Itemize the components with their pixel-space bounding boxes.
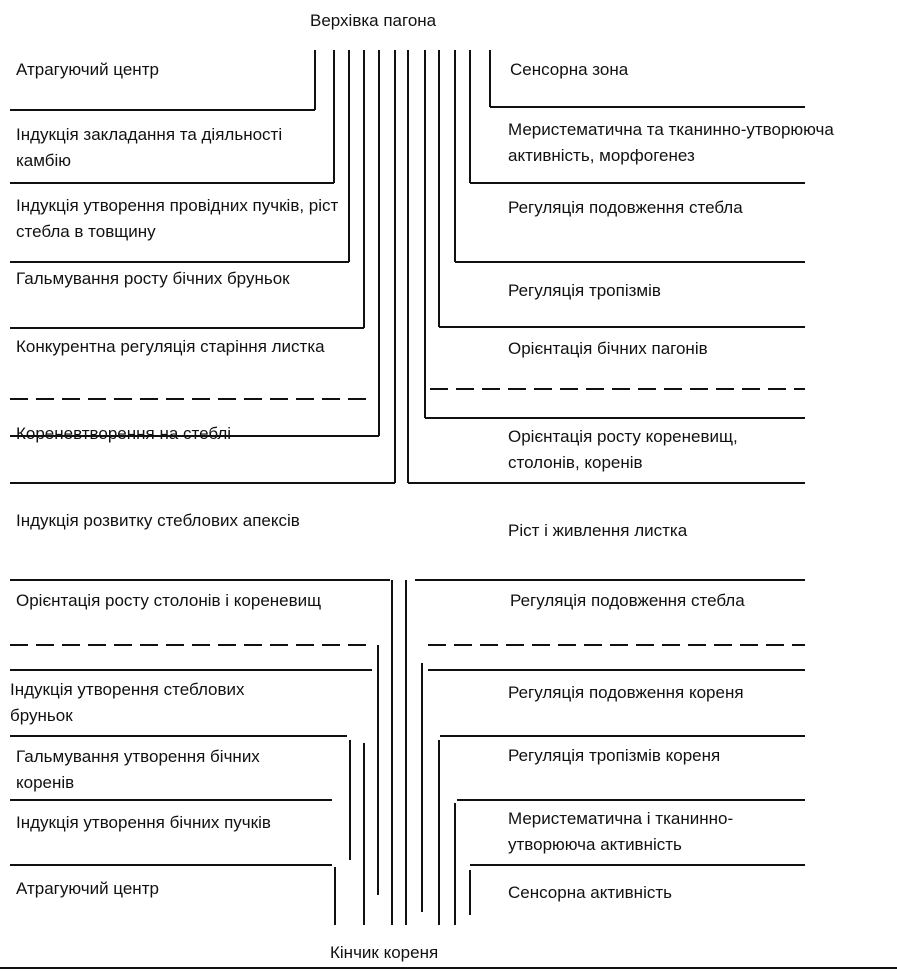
right-upper-3: Регуляція подовження стебла — [508, 198, 743, 217]
right-lower-2: Регуляція подовження кореня — [508, 683, 744, 702]
right-upper-5: Орієнтація бічних пагонів — [508, 339, 708, 358]
left-lower-4: Індукція утворення бічних пучків — [16, 813, 271, 832]
right-lower-5: Сенсорна активність — [508, 883, 672, 902]
right-lower-1: Регуляція подовження стебла — [510, 591, 745, 610]
left-lower-1: Орієнтація росту столонів і кореневищ — [16, 591, 322, 610]
right-lower-3: Регуляція тропізмів кореня — [508, 746, 721, 765]
right-upper-4: Регуляція тропізмів — [508, 281, 661, 300]
middle-right: Ріст і живлення листка — [508, 521, 688, 540]
left-upper-3: Індукція утворення провідних пучків, ріс… — [16, 196, 339, 241]
right-upper-1: Сенсорна зона — [510, 60, 629, 79]
left-upper-5: Конкурентна регуляція старіння листка — [16, 337, 325, 356]
middle-left: Індукція розвитку стеблових апексів — [16, 511, 300, 530]
left-upper-1: Атрагуючий центр — [16, 60, 159, 79]
top-label: Верхівка пагона — [310, 11, 437, 30]
right-upper-2: Меристематична та тканинно-утворююча акт… — [508, 120, 834, 165]
bottom-label: Кінчик кореня — [330, 943, 439, 962]
right-upper-6: Орієнтація росту кореневищ, столонів, ко… — [508, 427, 738, 472]
left-upper-4: Гальмування росту бічних бруньок — [16, 269, 290, 288]
left-upper-6: Кореневтворення на стеблі — [16, 424, 232, 443]
left-lower-2: Індукція утворення стеблових бруньок — [10, 680, 245, 725]
left-lower-3: Гальмування утворення бічних коренів — [16, 747, 260, 792]
right-lower-4: Меристематична і тканинно-утворююча акти… — [508, 809, 734, 854]
left-upper-2: Індукція закладання та діяльності камбію — [16, 125, 283, 170]
left-lower-5: Атрагуючий центр — [16, 879, 159, 898]
